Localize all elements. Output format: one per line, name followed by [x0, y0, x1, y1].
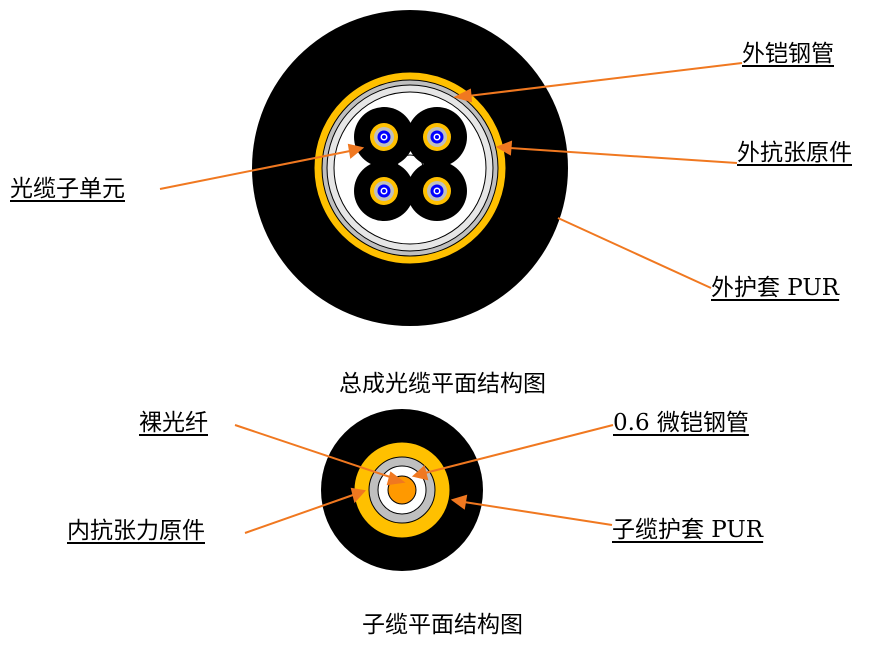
assembly-caption: 总成光缆平面结构图	[339, 371, 546, 397]
leader-lines	[159, 62, 743, 534]
label-micro-armor-tube: 0.6 微铠钢管	[613, 410, 749, 436]
leader-outer-armor-tube	[453, 62, 743, 103]
sub-unit-top-left	[354, 107, 414, 167]
sub-unit-bottom-right	[407, 161, 467, 221]
leader-outer-sheath	[557, 217, 712, 289]
assembly-cross-section	[252, 10, 568, 326]
label-outer-tensile-element: 外抗张原件	[737, 140, 852, 166]
label-inner-tensile-element: 内抗张力原件	[67, 518, 205, 544]
leader-sub-unit	[159, 143, 365, 190]
sub-unit-fiber-core	[435, 135, 439, 139]
subcable-cross-section	[321, 409, 483, 571]
label-sub-unit: 光缆子单元	[10, 176, 125, 202]
leader-sub-sheath	[450, 494, 613, 526]
sub-unit-fiber-core	[382, 189, 386, 193]
label-outer-sheath: 外护套 PUR	[711, 275, 840, 301]
sub-unit-fiber-core	[435, 189, 439, 193]
sub-unit-fiber-core	[382, 135, 386, 139]
label-outer-armor-tube: 外铠钢管	[742, 41, 834, 67]
leader-outer-tensile-element	[495, 140, 738, 164]
leader-micro-armor-tube	[411, 424, 614, 481]
label-sub-sheath: 子缆护套 PUR	[612, 517, 764, 543]
leader-inner-tensile-element	[244, 487, 366, 534]
sub-unit-top-right	[407, 107, 467, 167]
sub-unit-bottom-left	[354, 161, 414, 221]
label-bare-fiber: 裸光纤	[139, 410, 208, 436]
leader-bare-fiber	[234, 424, 406, 486]
subcable-caption: 子缆平面结构图	[362, 612, 523, 638]
